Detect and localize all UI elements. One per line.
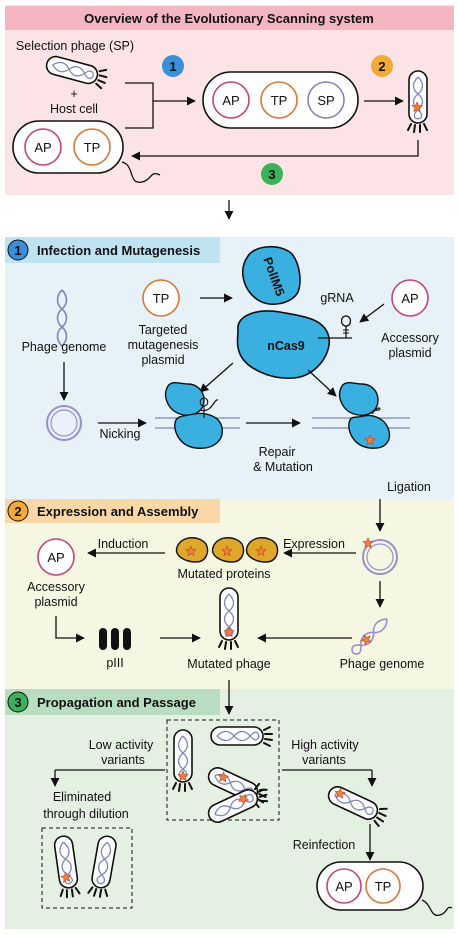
merge-arrow xyxy=(125,82,196,129)
piii-icon xyxy=(99,628,131,650)
reinfected-tp-label: TP xyxy=(375,879,392,894)
ap-plasmid-label: AP xyxy=(401,291,418,306)
section2-ap-plasmid-icon xyxy=(37,538,75,576)
eliminated-label-1: Eliminated xyxy=(53,790,111,804)
overview-badge-3-label: 3 xyxy=(268,167,275,182)
repair-label-1: Repair xyxy=(259,445,296,459)
low-activity-label-1: Low activity xyxy=(89,738,154,752)
circular-genome-icon xyxy=(46,405,82,441)
section2-title: Expression and Assembly xyxy=(37,504,199,519)
cell-sp-label: SP xyxy=(317,93,334,108)
section3-title: Propagation and Passage xyxy=(37,695,196,710)
section2-badge-label: 2 xyxy=(14,504,21,519)
host-cell-label: Host cell xyxy=(50,102,98,116)
section2-panel: 2 Expression and Assembly Expression Mut… xyxy=(5,499,454,689)
expression-label: Expression xyxy=(283,537,345,551)
plus-sign: + xyxy=(70,87,77,101)
ap-to-grna-arrow xyxy=(359,303,385,323)
accessory-label-2: plasmid xyxy=(388,346,431,360)
to-nick-complex-arrow xyxy=(199,362,234,393)
eliminated-label-2: through dilution xyxy=(43,807,129,821)
section2-accessory-label-1: Accessory xyxy=(27,580,85,594)
mutated-proteins-label: Mutated proteins xyxy=(177,567,270,581)
low-activity-label-2: variants xyxy=(101,753,145,767)
to-repair-complex-arrow xyxy=(307,369,337,397)
section2-ap-label: AP xyxy=(47,550,64,565)
section2-badge xyxy=(7,500,29,522)
mutated-circular-genome-icon xyxy=(362,537,398,575)
cell-tp-label: TP xyxy=(271,93,288,108)
grna-label: gRNA xyxy=(320,291,354,305)
section1-badge-label: 1 xyxy=(14,243,21,258)
phage-genome-helix-icon xyxy=(56,289,68,347)
high-activity-label-1: High activity xyxy=(291,738,359,752)
host-cell-icon xyxy=(12,120,161,183)
section1-header-bar xyxy=(5,237,220,263)
polim5-enzyme xyxy=(242,245,301,305)
overview-badge-2-label: 2 xyxy=(378,59,385,74)
accessory-label-1: Accessory xyxy=(381,331,439,345)
selection-phage-label: Selection phage (SP) xyxy=(16,39,134,53)
repair-complex-icon xyxy=(312,382,410,449)
tp-plasmid-icon xyxy=(142,279,180,317)
reinfected-ap-label: AP xyxy=(335,879,352,894)
dilution-box xyxy=(41,827,133,909)
cell-ap-label: AP xyxy=(222,93,239,108)
overview-panel: Overview of the Evolutionary Scanning sy… xyxy=(5,5,454,195)
tp-plasmid-label: TP xyxy=(153,291,170,306)
section1-background xyxy=(5,237,454,499)
section3-header-bar xyxy=(5,689,220,715)
host-ap-label: AP xyxy=(34,140,51,155)
section3-badge-label: 3 xyxy=(14,695,21,710)
section2-header-bar xyxy=(5,499,220,523)
ligation-label: Ligation xyxy=(387,480,431,494)
ncas9-enzyme xyxy=(236,310,331,379)
reinfected-host-cell-icon xyxy=(316,861,453,917)
ap-to-piii-arrow xyxy=(55,616,85,643)
section1-title: Infection and Mutagenesis xyxy=(37,243,200,258)
induction-label: Induction xyxy=(98,537,149,551)
mutated-proteins-icon xyxy=(175,537,279,563)
phage-genome-label: Phage genome xyxy=(22,340,107,354)
section2-accessory-label-2: plasmid xyxy=(34,595,77,609)
targeted-label-1: Targeted xyxy=(139,323,188,337)
host-tp-label: TP xyxy=(84,140,101,155)
section3-badge xyxy=(7,691,29,713)
ncas9-label: nCas9 xyxy=(267,339,305,353)
targeted-label-2: mutagenesis xyxy=(128,338,199,352)
overview-badge-1 xyxy=(162,55,184,77)
section3-panel: 3 Propagation and Passage Low activity v… xyxy=(5,680,454,929)
piii-label: pIII xyxy=(106,656,123,670)
section2-phage-genome-icon xyxy=(351,618,388,655)
nicking-complex-icon xyxy=(155,382,240,449)
nicking-label: Nicking xyxy=(100,427,141,441)
section1-panel: 1 Infection and Mutagenesis PolIM5 nCas9… xyxy=(5,237,454,499)
infected-cell-icon xyxy=(202,71,359,129)
reinfection-label: Reinfection xyxy=(293,838,356,852)
overview-badge-2 xyxy=(371,55,393,77)
overview-title: Overview of the Evolutionary Scanning sy… xyxy=(84,11,374,26)
overview-badge-1-label: 1 xyxy=(169,59,176,74)
overview-badge-3 xyxy=(261,163,283,185)
grna-icon xyxy=(318,315,352,339)
high-activity-label-2: variants xyxy=(302,753,346,767)
targeted-label-3: plasmid xyxy=(141,353,184,367)
ap-plasmid-icon xyxy=(391,279,429,317)
reinfect-arrow xyxy=(131,140,419,161)
mutated-phage-label: Mutated phage xyxy=(187,657,270,671)
section1-badge xyxy=(7,239,29,261)
section2-phage-genome-label: Phage genome xyxy=(340,657,425,671)
overview-header-bar xyxy=(5,6,454,30)
repair-label-2: & Mutation xyxy=(253,460,313,474)
